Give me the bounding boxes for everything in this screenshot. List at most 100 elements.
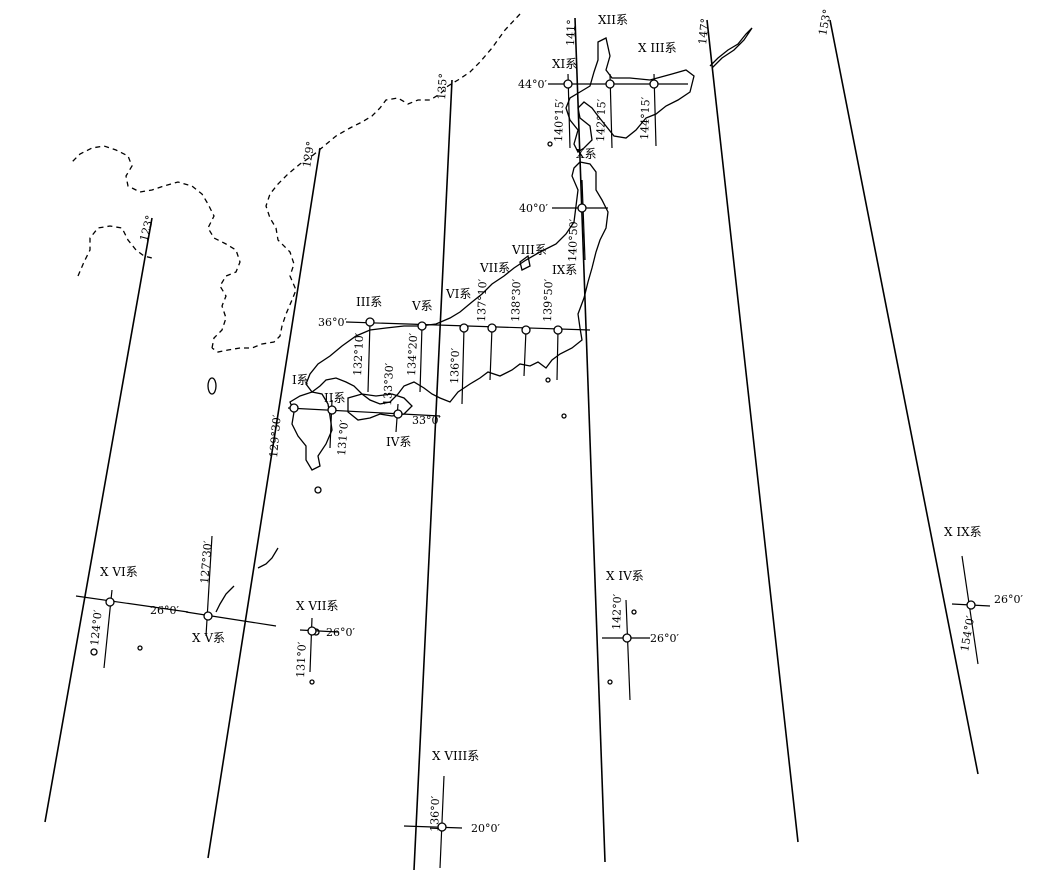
meridian-123 bbox=[44, 217, 153, 823]
lon-label-137-10: 137°10′ bbox=[475, 278, 490, 322]
origin-xvi bbox=[105, 597, 115, 607]
lon-label-142-15: 142°15′ bbox=[594, 98, 609, 142]
origin-viii bbox=[521, 325, 531, 335]
meridian-labels: 123° 129° 135° 141° 147° 153° bbox=[137, 8, 834, 243]
system-label-xiii: X III系 bbox=[638, 41, 677, 55]
lon-label-133-30: 133°30′ bbox=[381, 362, 396, 406]
origin-vii bbox=[487, 323, 497, 333]
continent-border-path-2 bbox=[71, 145, 241, 349]
axis-134-20 bbox=[419, 325, 423, 393]
sado-island bbox=[519, 254, 531, 271]
meridian-129 bbox=[207, 147, 321, 859]
origin-xi bbox=[563, 79, 573, 89]
lon-label-140-15: 140°15′ bbox=[552, 98, 567, 142]
origin-xiii bbox=[649, 79, 659, 89]
axis-137-10 bbox=[489, 327, 493, 381]
origin-iii bbox=[365, 317, 375, 327]
system-label-xviii: X VIII系 bbox=[432, 749, 479, 763]
system-label-xv: X V系 bbox=[192, 631, 225, 645]
lon-label-134-20: 134°20′ bbox=[405, 332, 420, 376]
latitude-labels: 44°0′ 40°0′ 36°0′ 33°0′ 26°0′ 26°0′ 26°0… bbox=[150, 78, 1023, 835]
axis-139-50 bbox=[556, 329, 559, 381]
origin-xvii bbox=[307, 626, 317, 636]
origin-ii bbox=[327, 405, 337, 415]
axis-15-h bbox=[185, 611, 277, 627]
islet-3 bbox=[137, 645, 143, 651]
kuril-coast bbox=[709, 27, 753, 69]
meridian-135 bbox=[413, 79, 453, 871]
continent-border-path bbox=[211, 13, 521, 353]
islet-2 bbox=[90, 648, 98, 656]
shikoku-coast bbox=[347, 393, 413, 421]
meridian-label-153: 153° bbox=[816, 8, 834, 36]
lon-label-139-50: 139°50′ bbox=[541, 278, 556, 322]
axis-132-10 bbox=[367, 321, 371, 393]
lat-label-26-xiv: 26°0′ bbox=[650, 632, 679, 645]
meridian-141 bbox=[574, 17, 606, 863]
islet-9 bbox=[631, 609, 637, 615]
system-label-ii: II系 bbox=[324, 391, 345, 405]
origin-v bbox=[417, 321, 427, 331]
lat-label-44: 44°0′ bbox=[518, 78, 547, 91]
axis-16-h bbox=[75, 595, 189, 613]
system-label-vi: VI系 bbox=[445, 287, 471, 301]
lon-label-142: 142°0′ bbox=[610, 593, 624, 630]
lon-label-131-b: 131°0′ bbox=[294, 641, 309, 678]
lon-label-132-10: 132°10′ bbox=[351, 332, 366, 376]
lon-label-136-b: 136°0′ bbox=[428, 795, 442, 832]
origin-ix bbox=[553, 325, 563, 335]
system-label-xiv: X IV系 bbox=[606, 569, 644, 583]
lon-label-124: 124°0′ bbox=[88, 609, 105, 647]
meridian-147 bbox=[706, 19, 799, 843]
system-label-xii: XII系 bbox=[598, 13, 628, 27]
lon-label-131: 131°0′ bbox=[335, 419, 351, 456]
axis-140-50 bbox=[581, 179, 586, 261]
lon-label-127-30: 127°30′ bbox=[198, 540, 215, 584]
islet-6 bbox=[607, 679, 613, 685]
korea-oval bbox=[207, 377, 217, 395]
origin-xix bbox=[966, 600, 976, 610]
origin-points bbox=[105, 79, 976, 832]
system-label-x: X系 bbox=[576, 147, 597, 161]
system-label-xix: X IX系 bbox=[944, 525, 982, 539]
origin-xiv bbox=[622, 633, 632, 643]
axis-18-h bbox=[403, 825, 463, 829]
system-label-viii: VIII系 bbox=[511, 243, 547, 257]
origin-xii bbox=[605, 79, 615, 89]
lon-label-154: 154°0′ bbox=[958, 614, 977, 652]
origin-x bbox=[577, 203, 587, 213]
origin-xv bbox=[203, 611, 213, 621]
meridian-label-123: 123° bbox=[137, 214, 156, 243]
honshu-north-coast bbox=[305, 161, 609, 405]
system-label-ix: IX系 bbox=[552, 263, 577, 277]
lon-label-144-15: 144°15′ bbox=[638, 96, 653, 140]
axis-17-v bbox=[309, 617, 313, 673]
axis-14-v bbox=[625, 599, 631, 701]
meridian-153 bbox=[829, 19, 979, 775]
meridian-label-141: 141° bbox=[564, 19, 578, 46]
system-label-iii: III系 bbox=[356, 295, 382, 309]
islet-8 bbox=[561, 413, 567, 419]
system-label-i: I系 bbox=[292, 373, 309, 387]
system-label-vii: VII系 bbox=[479, 261, 510, 275]
islet-10 bbox=[547, 141, 553, 147]
axis-19-v bbox=[961, 555, 979, 665]
islet-7 bbox=[545, 377, 551, 383]
system-label-xvii: X VII系 bbox=[296, 599, 339, 613]
lon-label-129-30: 129°30′ bbox=[267, 414, 284, 458]
axis-136 bbox=[461, 327, 465, 405]
system-label-iv: IV系 bbox=[386, 435, 411, 449]
lat-label-40: 40°0′ bbox=[519, 202, 548, 215]
lon-label-140-50: 140°50′ bbox=[566, 218, 581, 262]
lat-label-20: 20°0′ bbox=[471, 822, 500, 835]
meridian-label-147: 147° bbox=[696, 18, 712, 46]
system-label-xi: XI系 bbox=[552, 57, 577, 71]
origin-iv bbox=[393, 409, 403, 419]
lat-label-36: 36°0′ bbox=[318, 316, 347, 329]
origin-i bbox=[289, 403, 299, 413]
lat-label-26-xix: 26°0′ bbox=[994, 593, 1023, 606]
coordinate-axes bbox=[75, 73, 991, 869]
lat-label-26-xvii: 26°0′ bbox=[326, 626, 355, 639]
continent-border-path-3 bbox=[77, 225, 153, 277]
